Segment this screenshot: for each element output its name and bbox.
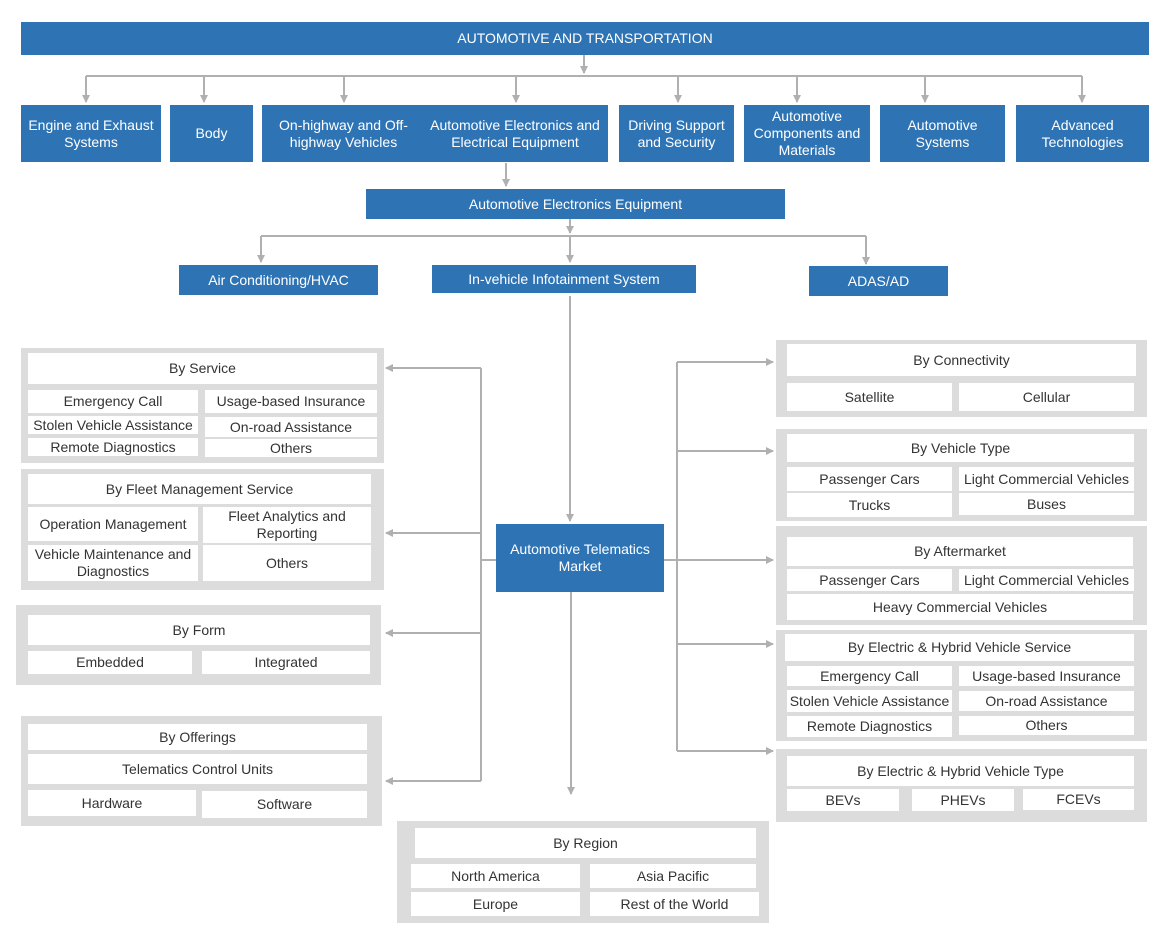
group-by-offerings: By Offerings Telematics Control Units Ha… — [21, 716, 382, 826]
node-engine-exhaust-systems: Engine and Exhaust Systems — [21, 105, 161, 162]
node-driving-support-security: Driving Support and Security — [619, 105, 734, 162]
root-node-automotive-transportation: AUTOMOTIVE AND TRANSPORTATION — [21, 22, 1149, 55]
group-by-aftermarket: By Aftermarket Passenger Cars Light Comm… — [776, 526, 1147, 625]
group-title: By Form — [28, 615, 370, 645]
segment-item: Software — [202, 791, 367, 818]
segment-item: On-road Assistance — [959, 691, 1134, 711]
segment-item: North America — [411, 864, 580, 888]
node-air-conditioning-hvac: Air Conditioning/HVAC — [179, 265, 378, 295]
node-automotive-electronics-electrical: Automotive Electronics and Electrical Eq… — [422, 105, 608, 162]
segment-item: Remote Diagnostics — [28, 438, 198, 456]
segment-item: Satellite — [787, 383, 952, 411]
segment-item: Light Commercial Vehicles — [959, 569, 1134, 591]
segment-item: Integrated — [202, 651, 370, 674]
group-by-ehv-type: By Electric & Hybrid Vehicle Type BEVs P… — [776, 749, 1147, 822]
segment-item: Emergency Call — [28, 390, 198, 413]
segment-item: Usage-based Insurance — [959, 666, 1134, 686]
segment-item: Trucks — [787, 493, 952, 517]
node-in-vehicle-infotainment: In-vehicle Infotainment System — [432, 265, 696, 293]
node-automotive-systems: Automotive Systems — [880, 105, 1005, 162]
segment-item: Emergency Call — [787, 666, 952, 686]
group-by-fleet-management: By Fleet Management Service Operation Ma… — [21, 469, 384, 590]
group-title: By Vehicle Type — [787, 434, 1134, 462]
segment-item: Others — [203, 545, 371, 581]
node-automotive-components-materials: Automotive Components and Materials — [744, 105, 870, 162]
segment-item: Buses — [959, 493, 1134, 515]
segment-item: PHEVs — [912, 789, 1014, 811]
node-adas-ad: ADAS/AD — [809, 266, 948, 296]
group-title: By Electric & Hybrid Vehicle Type — [787, 756, 1134, 786]
segment-item: Heavy Commercial Vehicles — [787, 594, 1133, 620]
group-by-form: By Form Embedded Integrated — [16, 605, 381, 685]
node-advanced-technologies: Advanced Technologies — [1016, 105, 1149, 162]
segment-item: On-road Assistance — [205, 417, 377, 437]
segment-item: Hardware — [28, 790, 196, 816]
segment-item: Light Commercial Vehicles — [959, 467, 1134, 491]
group-title: By Region — [415, 828, 756, 858]
node-automotive-electronics-equipment: Automotive Electronics Equipment — [366, 189, 785, 219]
segment-item: Passenger Cars — [787, 467, 952, 491]
segment-item: BEVs — [787, 789, 899, 811]
segment-item: Others — [205, 439, 377, 457]
segment-item: Fleet Analytics and Reporting — [203, 507, 371, 543]
node-automotive-telematics-market: Automotive Telematics Market — [496, 524, 664, 592]
segment-item: Stolen Vehicle Assistance — [28, 416, 198, 434]
group-title: By Electric & Hybrid Vehicle Service — [785, 634, 1134, 661]
node-on-off-highway-vehicles: On-highway and Off-highway Vehicles — [262, 105, 425, 162]
group-by-vehicle-type: By Vehicle Type Passenger Cars Light Com… — [776, 429, 1147, 521]
segment-item: Europe — [411, 892, 580, 916]
segment-item: Telematics Control Units — [28, 754, 367, 784]
node-body: Body — [170, 105, 253, 162]
group-title: By Fleet Management Service — [28, 474, 371, 504]
segment-item: FCEVs — [1023, 789, 1134, 810]
segment-item: Rest of the World — [590, 892, 759, 916]
group-by-connectivity: By Connectivity Satellite Cellular — [776, 340, 1147, 417]
group-title: By Aftermarket — [787, 537, 1133, 566]
segment-item: Stolen Vehicle Assistance — [787, 690, 952, 712]
group-title: By Service — [28, 353, 377, 384]
segment-item: Remote Diagnostics — [787, 716, 952, 737]
group-by-ehv-service: By Electric & Hybrid Vehicle Service Eme… — [776, 630, 1147, 741]
segment-item: Cellular — [959, 383, 1134, 411]
segment-item: Passenger Cars — [787, 569, 952, 591]
segment-item: Embedded — [28, 651, 192, 674]
group-by-service: By Service Emergency Call Usage-based In… — [21, 348, 384, 463]
group-title: By Connectivity — [787, 344, 1136, 376]
segment-item: Operation Management — [28, 507, 198, 541]
group-title: By Offerings — [28, 724, 367, 750]
segment-item: Vehicle Maintenance and Diagnostics — [28, 545, 198, 581]
group-by-region: By Region North America Asia Pacific Eur… — [397, 821, 769, 923]
segment-item: Asia Pacific — [590, 864, 756, 888]
segment-item: Usage-based Insurance — [205, 390, 377, 413]
segment-item: Others — [959, 716, 1134, 735]
